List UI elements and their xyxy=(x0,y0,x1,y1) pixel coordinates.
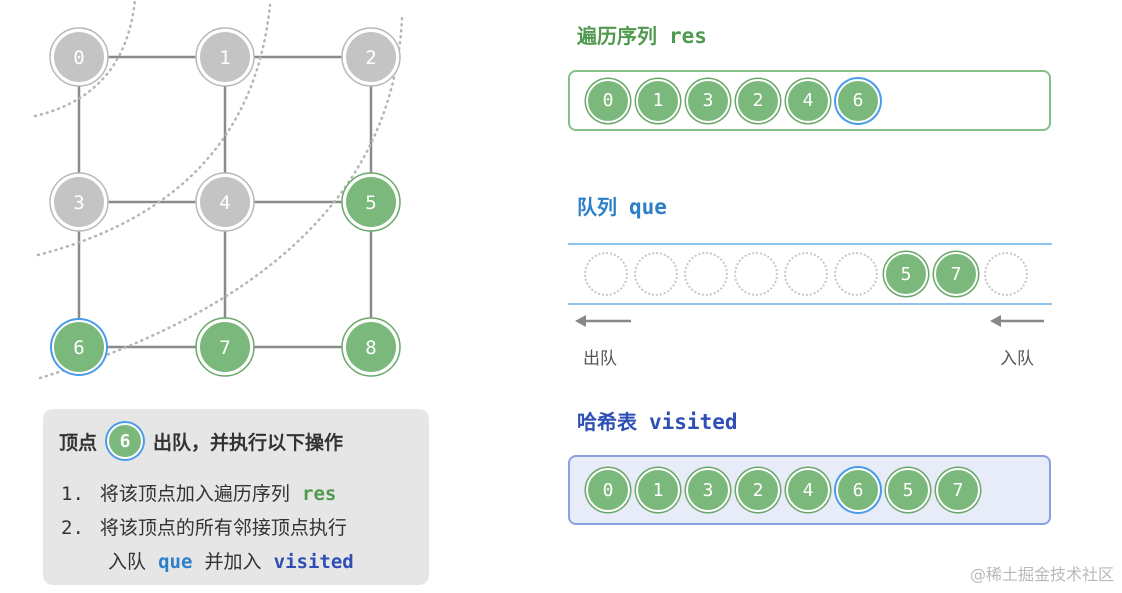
queue-item-5: 5 xyxy=(884,252,928,296)
graph-node-8: 8 xyxy=(341,317,401,377)
visited-item-1: 1 xyxy=(636,468,680,512)
step-explanation-box: 顶点 6 出队，并执行以下操作 1. 将该顶点加入遍历序列 res 2. 将该顶点的… xyxy=(43,409,429,585)
res-title-text: 遍历序列 xyxy=(577,24,657,48)
node-fill xyxy=(200,322,250,372)
step-list: 1. 将该顶点加入遍历序列 res 2. 将该顶点的所有邻接顶点执行 入队 que … xyxy=(61,477,354,579)
header-prefix: 顶点 xyxy=(59,431,98,454)
graph-node-0: 0 xyxy=(49,27,109,87)
visited-item-0: 0 xyxy=(586,468,630,512)
bfs-layer-arcs xyxy=(33,0,404,380)
step-number: 1. xyxy=(61,483,84,505)
visited-title: 哈希表 visited xyxy=(577,406,738,435)
visited-item-3: 3 xyxy=(686,468,730,512)
node-fill xyxy=(54,32,104,82)
node-fill xyxy=(346,32,396,82)
graph-nodes: 0 1 2 3 4 5 6 7 8 xyxy=(49,27,401,377)
visited-item-4: 4 xyxy=(786,468,830,512)
node-label: 0 xyxy=(73,47,84,69)
visited-title-code: visited xyxy=(649,410,738,434)
header-suffix: 出队，并执行以下操作 xyxy=(153,431,344,454)
step-text: 将该顶点的所有邻接顶点执行 xyxy=(99,517,347,539)
queue-title-text: 队列 xyxy=(577,195,617,219)
graph-node-3: 3 xyxy=(49,172,109,232)
dequeue-arrow-icon xyxy=(575,315,631,327)
node-fill xyxy=(346,177,396,227)
step-text: 并加入 xyxy=(204,551,262,573)
visited-item-7: 7 xyxy=(936,468,980,512)
visited-item-2: 2 xyxy=(736,468,780,512)
watermark: @稀土掘金技术社区 xyxy=(969,565,1114,584)
queue-empty-slot xyxy=(834,252,878,296)
node-fill xyxy=(54,322,104,372)
step-header: 顶点 6 出队，并执行以下操作 xyxy=(59,423,343,459)
graph-diagram: 0 1 2 3 4 5 6 7 8 xyxy=(33,0,404,380)
que-code: que xyxy=(158,551,193,573)
res-title-code: res xyxy=(669,24,707,48)
graph-node-4: 4 xyxy=(195,172,255,232)
graph-node-1: 1 xyxy=(195,27,255,87)
step-item-1: 1. 将该顶点加入遍历序列 res xyxy=(61,477,354,511)
queue-empty-slot xyxy=(734,252,778,296)
node-label: 2 xyxy=(365,47,376,69)
node-fill xyxy=(346,322,396,372)
graph-node-2: 2 xyxy=(341,27,401,87)
queue-empty-slot xyxy=(584,252,628,296)
node-label: 6 xyxy=(73,337,84,359)
bfs-layer-arc xyxy=(36,3,272,257)
res-item-4: 4 xyxy=(786,78,830,123)
node-label: 3 xyxy=(73,192,84,214)
node-label: 5 xyxy=(365,192,376,214)
res-item-6: 6 xyxy=(836,78,880,123)
node-fill xyxy=(54,177,104,227)
visited-code: visited xyxy=(273,551,354,573)
enqueue-arrow-icon xyxy=(990,315,1044,327)
queue-title: 队列 que xyxy=(577,191,667,220)
dequeue-label: 出队 xyxy=(583,349,617,369)
step-item-2-cont: 入队 que 并加入 visited xyxy=(61,545,354,579)
step-item-2: 2. 将该顶点的所有邻接顶点执行 xyxy=(61,511,354,545)
node-fill xyxy=(200,177,250,227)
node-label: 4 xyxy=(219,192,230,214)
graph-node-5: 5 xyxy=(341,172,401,232)
res-item-0: 0 xyxy=(586,78,630,123)
node-label: 7 xyxy=(219,337,230,359)
node-fill xyxy=(200,32,250,82)
queue-title-code: que xyxy=(629,195,667,219)
visited-title-text: 哈希表 xyxy=(577,410,637,434)
bfs-layer-arc xyxy=(33,0,137,118)
step-text: 入队 xyxy=(108,551,147,573)
node-label: 1 xyxy=(219,47,230,69)
enqueue-label: 入队 xyxy=(1000,349,1034,369)
step-text: 将该顶点加入遍历序列 xyxy=(99,483,290,505)
visited-item-5: 5 xyxy=(886,468,930,512)
queue-empty-slot xyxy=(634,252,678,296)
queue-empty-slot xyxy=(784,252,828,296)
res-item-1: 1 xyxy=(636,78,680,123)
visited-item-6: 6 xyxy=(836,468,880,512)
graph-node-6: 6 xyxy=(50,318,108,376)
current-vertex-badge: 6 xyxy=(107,423,144,459)
step-number: 2. xyxy=(61,517,84,539)
res-item-2: 2 xyxy=(736,78,780,123)
node-label: 8 xyxy=(365,337,376,359)
queue-empty-slot xyxy=(984,252,1028,296)
queue-empty-slot xyxy=(684,252,728,296)
queue-item-7: 7 xyxy=(934,252,978,296)
res-title: 遍历序列 res xyxy=(577,20,707,49)
res-item-3: 3 xyxy=(686,78,730,123)
bfs-layer-arc xyxy=(38,16,404,380)
graph-node-7: 7 xyxy=(195,317,255,377)
res-code: res xyxy=(302,483,337,505)
